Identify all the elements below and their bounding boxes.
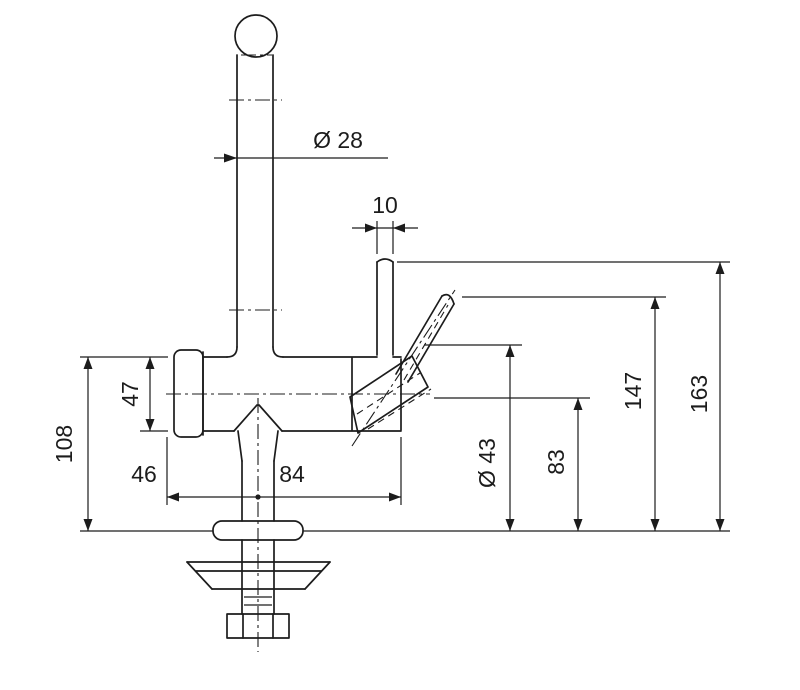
dim-label-height-163: 163 (686, 375, 712, 413)
arrowhead-bottom (505, 519, 515, 531)
arrowhead-right (393, 223, 405, 233)
arrowhead-top (505, 345, 515, 357)
spout (226, 14, 284, 358)
arrowhead-bottom (145, 419, 155, 431)
mounting-plate-side-left (186, 561, 213, 590)
dim-label-offset-46: 46 (131, 461, 157, 487)
arrowhead-top (83, 357, 93, 369)
base-cone-right (273, 430, 279, 462)
dim-height-147: 147 (462, 296, 666, 531)
dim-label-spout-diameter: Ø 28 (313, 127, 363, 153)
handle-pin-top-cap (376, 258, 394, 263)
arrowhead-top (715, 262, 725, 274)
dim-label-height-83: 83 (543, 449, 569, 475)
dim-label-height-147: 147 (620, 372, 646, 410)
spout-fillet-left (226, 346, 238, 358)
spout-fillet-right (272, 346, 284, 358)
dim-label-body-diameter: 47 (117, 381, 143, 407)
lever-edge-left (395, 295, 443, 375)
handle-lever (349, 289, 456, 447)
body-saddle-right (258, 404, 283, 432)
arrowhead (224, 153, 237, 163)
arrowhead-bottom (715, 519, 725, 531)
base-cone-left (237, 430, 243, 462)
dim-label-height-108: 108 (51, 425, 77, 463)
body-saddle-left (233, 404, 258, 432)
arrowhead-right (389, 492, 401, 502)
dim-body-diameter: 47 (80, 356, 168, 432)
dim-label-lever-diameter: 10 (372, 192, 398, 218)
spout-outlet-circle (234, 14, 278, 58)
dim-label-offset-84: 84 (279, 461, 305, 487)
arrowhead-bottom (650, 519, 660, 531)
dim-label-base-diameter: Ø 43 (474, 438, 500, 488)
lever-inner-line (403, 304, 449, 381)
dim-offsets-46-84: 46 84 (131, 437, 402, 505)
arrowhead-left (167, 492, 179, 502)
body (166, 349, 430, 438)
mounting-plate-side-right (304, 561, 331, 590)
arrowhead-top (573, 398, 583, 410)
lever-tip-cap (441, 293, 455, 305)
valve-hidden-edge-2 (367, 388, 432, 430)
lever-axis-centerline (351, 289, 456, 447)
arrowhead-top (145, 357, 155, 369)
dim-base-diameter: Ø 43 (424, 344, 522, 531)
dim-lever-diameter: 10 (352, 192, 418, 254)
dim-height-83: 83 (434, 397, 590, 531)
arrowhead-left (365, 223, 377, 233)
dim-spout-diameter: Ø 28 (214, 127, 388, 163)
arrowhead-top (650, 297, 660, 309)
handle-upright (376, 258, 394, 356)
dim-height-163: 163 (397, 261, 730, 531)
arrowhead-bottom (83, 519, 93, 531)
arrowhead-bottom (573, 519, 583, 531)
lever-edge-right (407, 303, 455, 383)
dim-height-108: 108 (51, 357, 213, 532)
